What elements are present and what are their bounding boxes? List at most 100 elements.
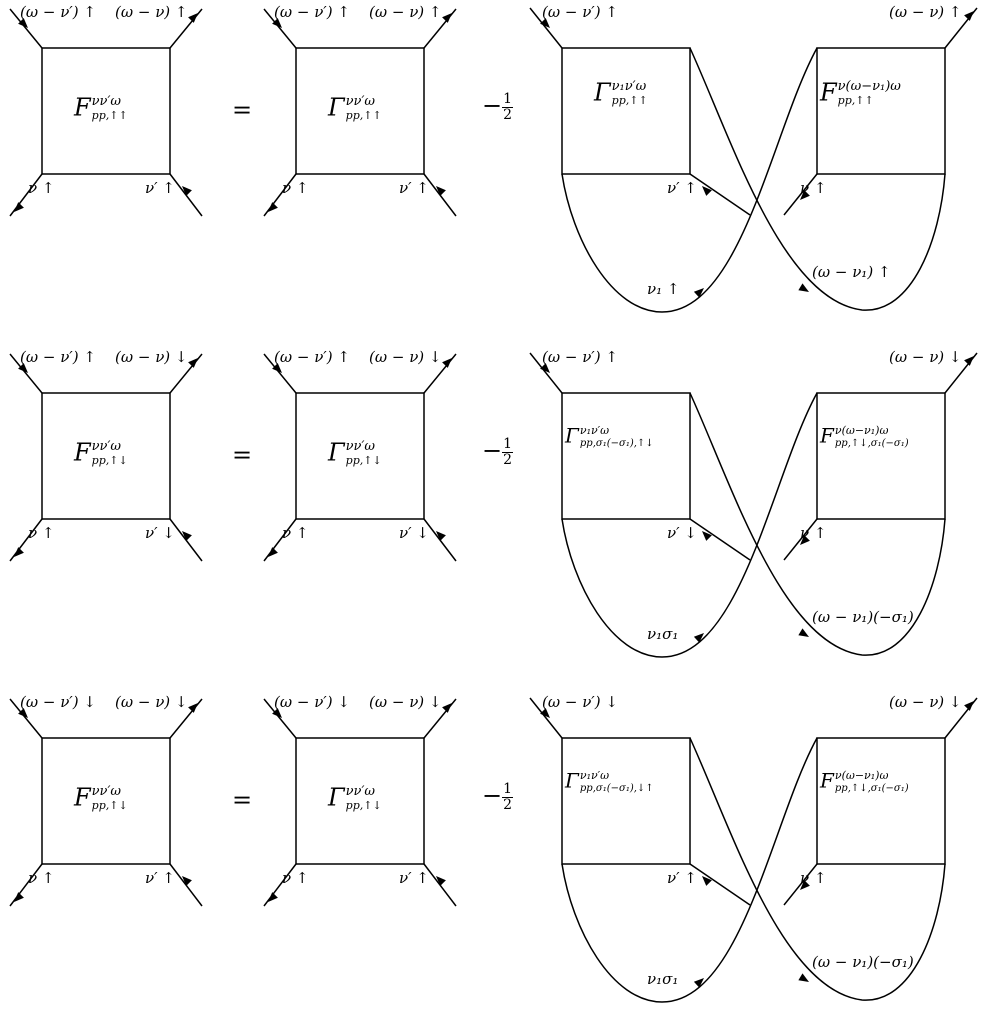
row2-bare-vertex-arrow-bottom-right (436, 531, 446, 541)
row2-ladder-box-right-label-superscript: ν(ω−ν₁)ω (834, 424, 889, 437)
row3-ladder-arrow-prop-2 (798, 973, 809, 982)
row1-bare-vertex-label-top-right: (ω − ν) ↑ (369, 3, 442, 21)
row1-bare-vertex-arrow-bottom-right (436, 186, 446, 196)
row2-bare-vertex-arrow-top-left (272, 363, 282, 373)
row2-ladder-box-left-label-subscript: pp,σ₁(−σ₁),↑↓ (579, 437, 654, 449)
row3-bare-vertex-arrow-top-left (272, 708, 282, 718)
row2-bare-vertex-box (295, 392, 425, 520)
minus-sign: − (482, 91, 503, 120)
row1-bare-vertex-label-top-left: (ω − ν′) ↑ (274, 3, 350, 21)
row1-lhs-vertex-label-bottom-left: ν ↑ (28, 179, 55, 197)
row2-ladder-box-right-label-symbol: F (820, 423, 834, 448)
row2-ladder-label-in-right: ν′ ↓ (667, 524, 697, 542)
row1-ladder-box-left-label-superscript: ν₁ν′ω (611, 79, 647, 94)
row3-ladder-label-in-left: ν ↑ (800, 869, 827, 887)
row3-ladder-label-in-right: ν′ ↑ (667, 869, 697, 887)
row2-bare-vertex-label-symbol: Γ (328, 438, 345, 467)
fraction-numerator: 1 (502, 91, 514, 108)
row1-lhs-vertex-label-top-left: (ω − ν′) ↑ (20, 3, 96, 21)
row1-lhs-vertex-label-symbol: F (74, 93, 91, 122)
row2-equals-sign: = (232, 441, 253, 469)
row1-ladder-label-top-left: (ω − ν′) ↑ (542, 3, 618, 21)
row1-ladder-label-in-left: ν ↑ (800, 179, 827, 197)
fraction-denominator: 2 (503, 451, 513, 468)
row1-ladder-label-top-right: (ω − ν) ↑ (889, 3, 962, 21)
row3-ladder-leg-top-left (529, 697, 563, 739)
row2-bare-vertex-arrow-bottom-left (268, 547, 278, 557)
row1-bare-vertex-label-bottom-left: ν ↑ (282, 179, 309, 197)
row1-ladder-leg-in-left (783, 173, 818, 216)
row3-lhs-vertex-label-bottom-left: ν ↑ (28, 869, 55, 887)
fraction-denominator: 2 (503, 106, 513, 123)
row1-bare-vertex-leg-top-left (263, 8, 297, 49)
row1-ladder-arrow-prop-1 (693, 288, 704, 298)
row2-ladder-arrow-prop-1 (693, 633, 704, 643)
row1-ladder-box-right (816, 47, 946, 175)
row1-ladder-propagator-1 (561, 47, 818, 313)
row2-lhs-vertex-label-top-right: (ω − ν) ↓ (115, 348, 188, 366)
row1-ladder-box-left-label-subscript: pp,↑↑ (611, 93, 648, 107)
row3-ladder-box-left (561, 737, 691, 865)
row3-equals-sign: = (232, 786, 253, 814)
row3-ladder-box-right (816, 737, 946, 865)
row2-bare-vertex-label-top-right: (ω − ν) ↓ (369, 348, 442, 366)
row1-bare-vertex-arrow-bottom-left (268, 202, 278, 212)
row3-lhs-vertex-label-bottom-right: ν′ ↑ (145, 869, 175, 887)
row2-lhs-vertex-arrow-bottom-right (182, 531, 192, 541)
row2-ladder-arrow-top-right (964, 356, 974, 366)
row1-ladder-box-right-label-subscript: pp,↑↑ (837, 93, 874, 107)
fraction-numerator: 1 (502, 781, 514, 798)
row3-bare-vertex-arrow-bottom-right (436, 876, 446, 886)
row3-lhs-vertex-leg-top-left (9, 698, 43, 739)
row3-ladder-box-right-label-symbol: F (820, 768, 834, 793)
row1-ladder-arrow-top-left (540, 18, 550, 28)
row1-lhs-vertex-label-top-right: (ω − ν) ↑ (115, 3, 188, 21)
row1-lhs-vertex-box (41, 47, 171, 175)
row1-ladder-label-in-right: ν′ ↑ (667, 179, 697, 197)
row3-bare-vertex-label-bottom-right: ν′ ↑ (399, 869, 429, 887)
row1-lhs-vertex-arrow-bottom-left (14, 202, 24, 212)
row3-ladder-propagator-1 (561, 737, 818, 1003)
row2-ladder-arrow-prop-2 (798, 628, 809, 637)
row3-bare-vertex-label-symbol: Γ (328, 783, 345, 812)
row3-lhs-vertex-label-symbol: F (74, 783, 91, 812)
row2-bare-vertex-label-superscript: νν′ω (345, 439, 376, 454)
row1-ladder-label-prop-2: (ω − ν₁) ↑ (812, 263, 891, 281)
minus-sign: − (482, 781, 503, 810)
row1-lhs-vertex-label-superscript: νν′ω (91, 94, 122, 109)
row3-bare-vertex-label-top-right: (ω − ν) ↓ (369, 693, 442, 711)
row1-lhs-vertex-arrow-top-right (188, 13, 198, 23)
row3-ladder-box-left-label-subscript: pp,σ₁(−σ₁),↓↑ (579, 782, 654, 794)
row1-ladder-arrow-in-right (702, 186, 712, 196)
row1-bare-vertex-arrow-top-right (442, 13, 452, 23)
row2-ladder-label-top-left: (ω − ν′) ↑ (542, 348, 618, 366)
row3-ladder-leg-in-left (783, 863, 818, 906)
row2-ladder-propagator-1 (561, 392, 818, 658)
row2-lhs-vertex-label-symbol: F (74, 438, 91, 467)
row2-lhs-vertex-arrow-top-left (18, 363, 28, 373)
row3-bare-vertex-label-subscript: pp,↑↓ (345, 798, 382, 812)
row2-lhs-vertex-label-top-left: (ω − ν′) ↑ (20, 348, 96, 366)
row2-ladder-label-top-right: (ω − ν) ↓ (889, 348, 962, 366)
row1-ladder-box-left-label-symbol: Γ (594, 78, 611, 107)
fraction-denominator: 2 (503, 796, 513, 813)
row2-lhs-vertex-label-bottom-right: ν′ ↓ (145, 524, 175, 542)
row3-lhs-vertex-label-subscript: pp,↑↓ (91, 798, 128, 812)
row1-bare-vertex-label-superscript: νν′ω (345, 94, 376, 109)
row3-bare-vertex-label-superscript: νν′ω (345, 784, 376, 799)
